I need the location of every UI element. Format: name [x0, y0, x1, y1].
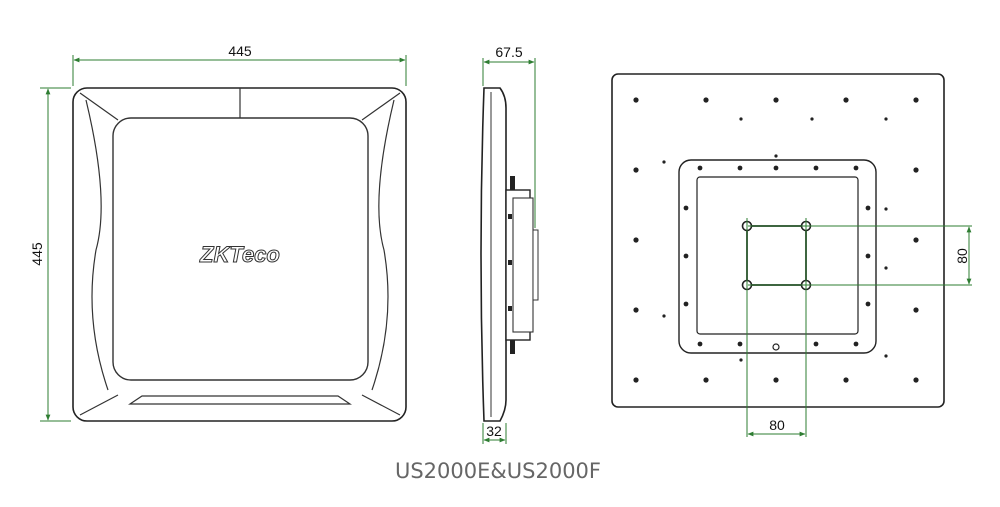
- front-height-label: 445: [29, 242, 45, 266]
- side-shell: [480, 87, 507, 422]
- back-recess-inner: [696, 176, 859, 335]
- front-bevel-lines: [79, 88, 401, 416]
- side-screws: [508, 176, 515, 354]
- back-horiz-spacing-label: 80: [769, 417, 785, 433]
- side-view: 67.5 32: [480, 44, 539, 444]
- back-center-hole: [772, 343, 780, 351]
- front-view: ZKTeco 445 445: [29, 43, 407, 422]
- back-view: 80 80: [611, 73, 972, 437]
- front-logo-text: ZKTeco: [199, 242, 280, 267]
- side-mount-label: 32: [486, 423, 502, 439]
- side-depth-label: 67.5: [495, 44, 522, 60]
- model-caption: US2000E&US2000F: [395, 459, 601, 483]
- side-bracket-plate: [512, 197, 534, 333]
- side-bracket-tab: [532, 229, 539, 301]
- back-vert-spacing-label: 80: [954, 248, 970, 264]
- front-width-label: 445: [228, 43, 252, 59]
- back-holes: [633, 97, 919, 383]
- front-bottom-slot: [128, 395, 352, 405]
- front-panel: [112, 117, 369, 381]
